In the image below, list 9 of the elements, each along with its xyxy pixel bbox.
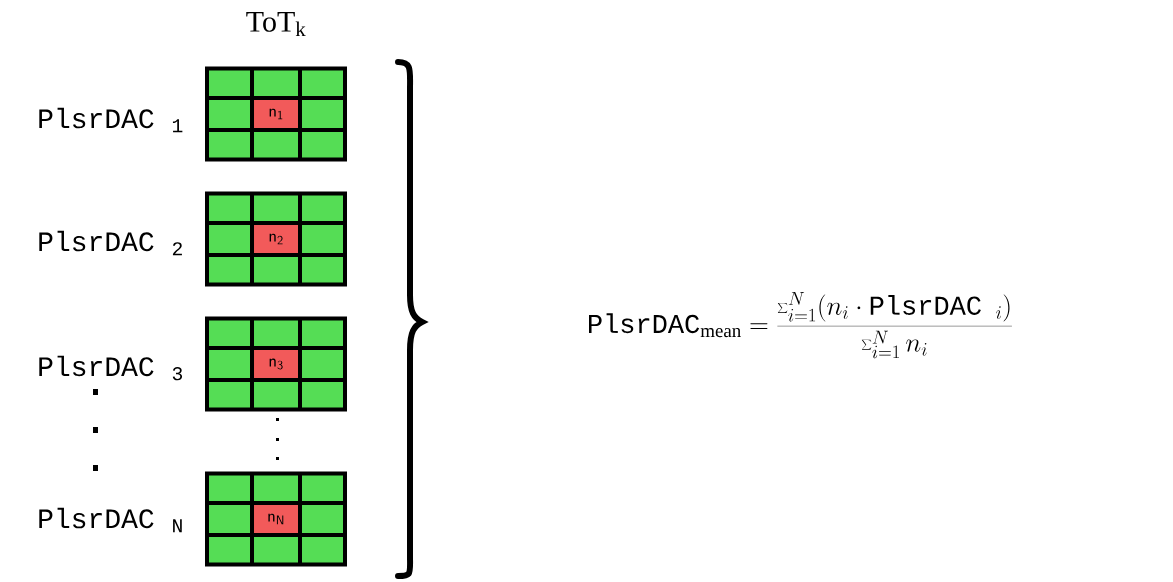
pixel-grid: n$_{3}$ — [205, 316, 347, 412]
row-label: PlsrDAC $_{3}$ — [39, 355, 183, 381]
pixel-grid: n$_{1}$ — [205, 66, 347, 162]
formula: $\mathtt{PlsrDAC}_{\mathrm{mean}} = \frac{\sum_{i=1}^{N}(n_i \cdot \mathtt{PlsrDAC}\ \ _i)}{\sum_{i=1}^{N} n_i}$ — [589, 291, 1012, 359]
pixel-grid: n$_{N}$ — [205, 471, 347, 567]
row-label: PlsrDAC $_{1}$ — [39, 107, 183, 133]
column-heading: ToT$_{k}$ — [246, 11, 306, 37]
pixel-grid: n$_{2}$ — [205, 191, 347, 287]
row-label: PlsrDAC $_{2}$ — [39, 230, 182, 256]
